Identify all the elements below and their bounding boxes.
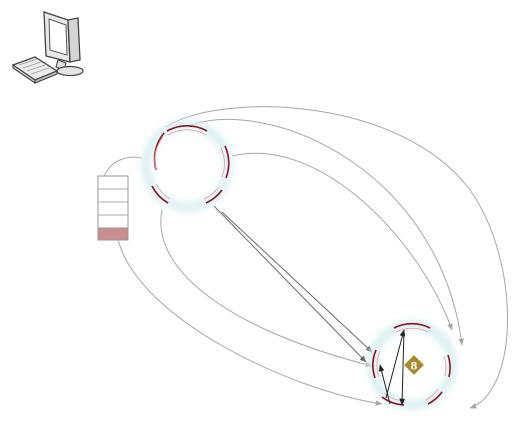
link-arc-left-lower [160, 209, 373, 368]
link-queue-bottom [117, 239, 383, 406]
queue-stack [97, 175, 129, 241]
straight-links [213, 205, 373, 363]
inner-arrow-up [385, 329, 406, 399]
count-badge-label: 8 [411, 362, 418, 373]
node-ring-top [141, 120, 233, 212]
link-arc-right [231, 152, 453, 331]
link-queue-top [103, 156, 143, 178]
queue-filled-slot [97, 227, 129, 241]
link-straight-1 [213, 205, 367, 363]
gray-links [103, 106, 508, 409]
count-badge: 8 [404, 355, 424, 375]
link-arc-outer-top [165, 106, 508, 409]
link-straight-2 [221, 211, 373, 353]
link-arc-upper-right [187, 119, 464, 346]
inner-arrow-down [399, 329, 405, 406]
node-ring-bottom [367, 320, 457, 410]
inner-arrows [378, 329, 406, 406]
inner-arrow-left [378, 364, 391, 405]
desktop-computer-icon [11, 11, 84, 85]
